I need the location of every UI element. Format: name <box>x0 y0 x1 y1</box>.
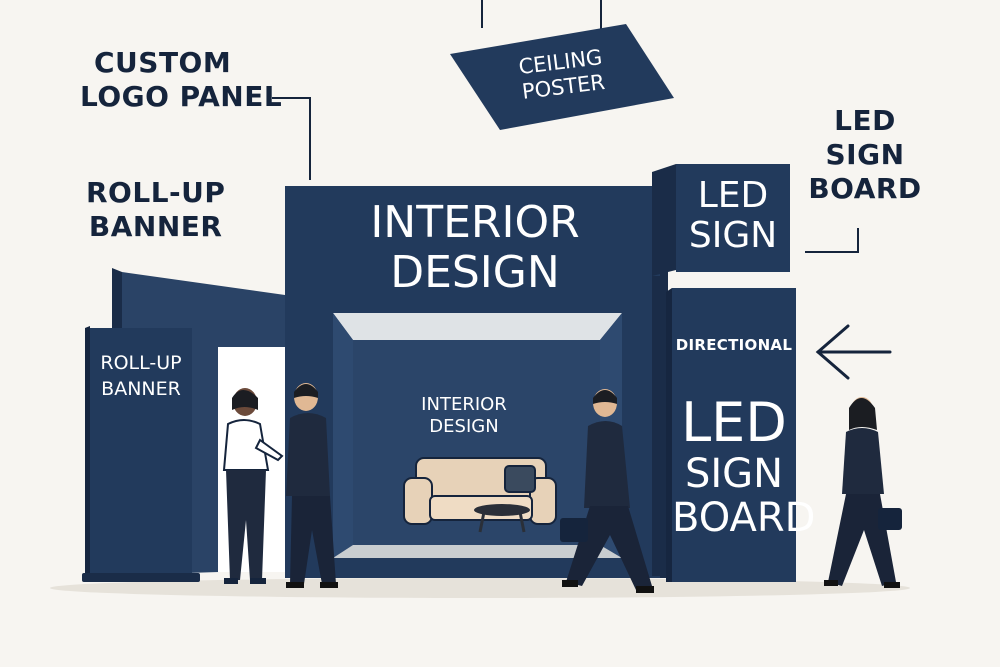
label-roll-up-banner: ROLL-UP BANNER <box>86 176 225 244</box>
led-sign-tower <box>652 164 796 582</box>
header-panel-text: INTERIOR DESIGN <box>340 198 610 298</box>
label-line-1: CUSTOM <box>94 46 232 79</box>
wall-line-1: INTERIOR <box>421 394 507 415</box>
label-line-1: ROLL-UP <box>86 176 226 209</box>
directional-label: DIRECTIONAL <box>675 336 793 354</box>
label-line-2: BANNER <box>88 210 223 243</box>
coffee-table <box>474 504 530 533</box>
stand-line-1: ROLL-UP <box>100 352 182 374</box>
stand-line-2: BANNER <box>101 378 181 400</box>
led-top-sign-text: LED SIGN <box>676 176 790 256</box>
dir-line-3: BOARD <box>672 495 816 541</box>
person-man-left <box>286 383 338 588</box>
ceiling-poster-rig <box>450 0 674 130</box>
led-line-2: SIGN <box>688 215 778 256</box>
dir-line-2: SIGN <box>684 451 784 497</box>
directional-main-text: LED SIGN BOARD <box>672 391 816 541</box>
callout-leader-lines <box>272 97 859 253</box>
person-walking-man <box>560 389 654 593</box>
label-line-2: LOGO PANEL <box>80 80 283 113</box>
label-line-1: LED <box>834 104 896 137</box>
label-led-sign-board: LED SIGN BOARD <box>806 104 924 206</box>
left-arrow-icon <box>815 324 892 380</box>
back-wall-text: INTERIOR DESIGN <box>404 394 524 438</box>
sofa <box>403 457 557 525</box>
label-custom-logo-panel: CUSTOM LOGO PANEL <box>80 46 282 114</box>
led-line-1: LED <box>697 175 769 216</box>
roll-up-banner-stand <box>82 326 200 582</box>
label-line-3: BOARD <box>808 172 922 205</box>
dir-line-1: LED <box>681 391 787 454</box>
wall-line-2: DESIGN <box>429 416 499 437</box>
person-walking-woman <box>824 397 902 588</box>
header-line-1: INTERIOR <box>370 197 580 248</box>
person-woman-left <box>222 388 284 584</box>
header-line-2: DESIGN <box>390 247 560 298</box>
label-line-2: SIGN <box>825 138 905 171</box>
roll-up-stand-text: ROLL-UP BANNER <box>90 350 192 402</box>
